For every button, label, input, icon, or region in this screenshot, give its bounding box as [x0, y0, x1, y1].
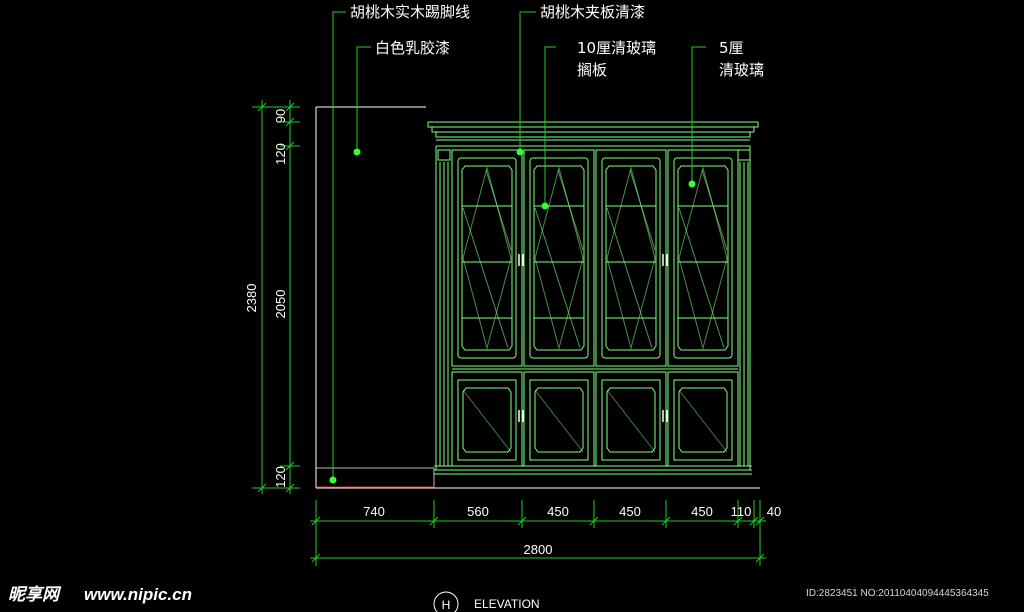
label-cabinet-finish: 胡桃木夹板清漆 [540, 3, 645, 21]
label-door-glass-2: 清玻璃 [719, 61, 764, 79]
lower-panel-2 [529, 379, 589, 461]
glass-door-2 [529, 157, 589, 359]
dim-horizontal-450-a: 450 [547, 504, 569, 519]
dim-vertical-90: 90 [273, 109, 288, 123]
dim-vertical-2050: 2050 [273, 290, 288, 319]
label-wall-paint: 白色乳胶漆 [375, 39, 450, 57]
dim-horizontal-total: 2800 [524, 542, 553, 557]
lower-panel-1 [457, 379, 517, 461]
watermark-image-id: ID:2823451 NO:20110404094445364345 [806, 588, 989, 599]
glass-door-3 [601, 157, 661, 359]
glass-door-4 [673, 157, 733, 359]
horizontal-dimension-lines [310, 500, 766, 566]
vertical-dimension-lines [252, 100, 300, 494]
dim-horizontal-40: 40 [767, 504, 781, 519]
lower-panel-3 [601, 379, 661, 461]
dim-vertical-120-bottom: 120 [273, 466, 288, 488]
watermark-site-name: 昵享网 [8, 585, 62, 605]
lower-panels [457, 379, 733, 461]
elevation-marker-letter: H [442, 598, 451, 612]
bookcase-cabinet [427, 121, 759, 475]
dim-horizontal-740: 740 [363, 504, 385, 519]
label-skirting: 胡桃木实木踢脚线 [350, 3, 470, 21]
elevation-marker: H [433, 591, 459, 612]
dim-vertical-120-top: 120 [273, 143, 288, 165]
glass-door-1 [457, 157, 517, 359]
elevation-title: ELEVATION [474, 597, 540, 611]
dim-horizontal-560: 560 [467, 504, 489, 519]
label-shelf-glass-2: 搁板 [577, 61, 607, 79]
leader-dots [329, 148, 696, 484]
lower-panel-4 [673, 379, 733, 461]
dim-horizontal-450-c: 450 [691, 504, 713, 519]
glass-doors [457, 157, 733, 359]
dim-horizontal-110: 110 [731, 504, 752, 519]
watermark-site-url: www.nipic.cn [84, 585, 192, 604]
door-handles [518, 254, 668, 422]
dim-vertical-total: 2380 [244, 284, 259, 313]
leader-lines [332, 11, 706, 480]
dim-horizontal-450-b: 450 [619, 504, 641, 519]
label-shelf-glass-1: 10厘清玻璃 [577, 39, 656, 57]
label-door-glass-1: 5厘 [719, 39, 744, 57]
wall-outline [315, 106, 760, 489]
